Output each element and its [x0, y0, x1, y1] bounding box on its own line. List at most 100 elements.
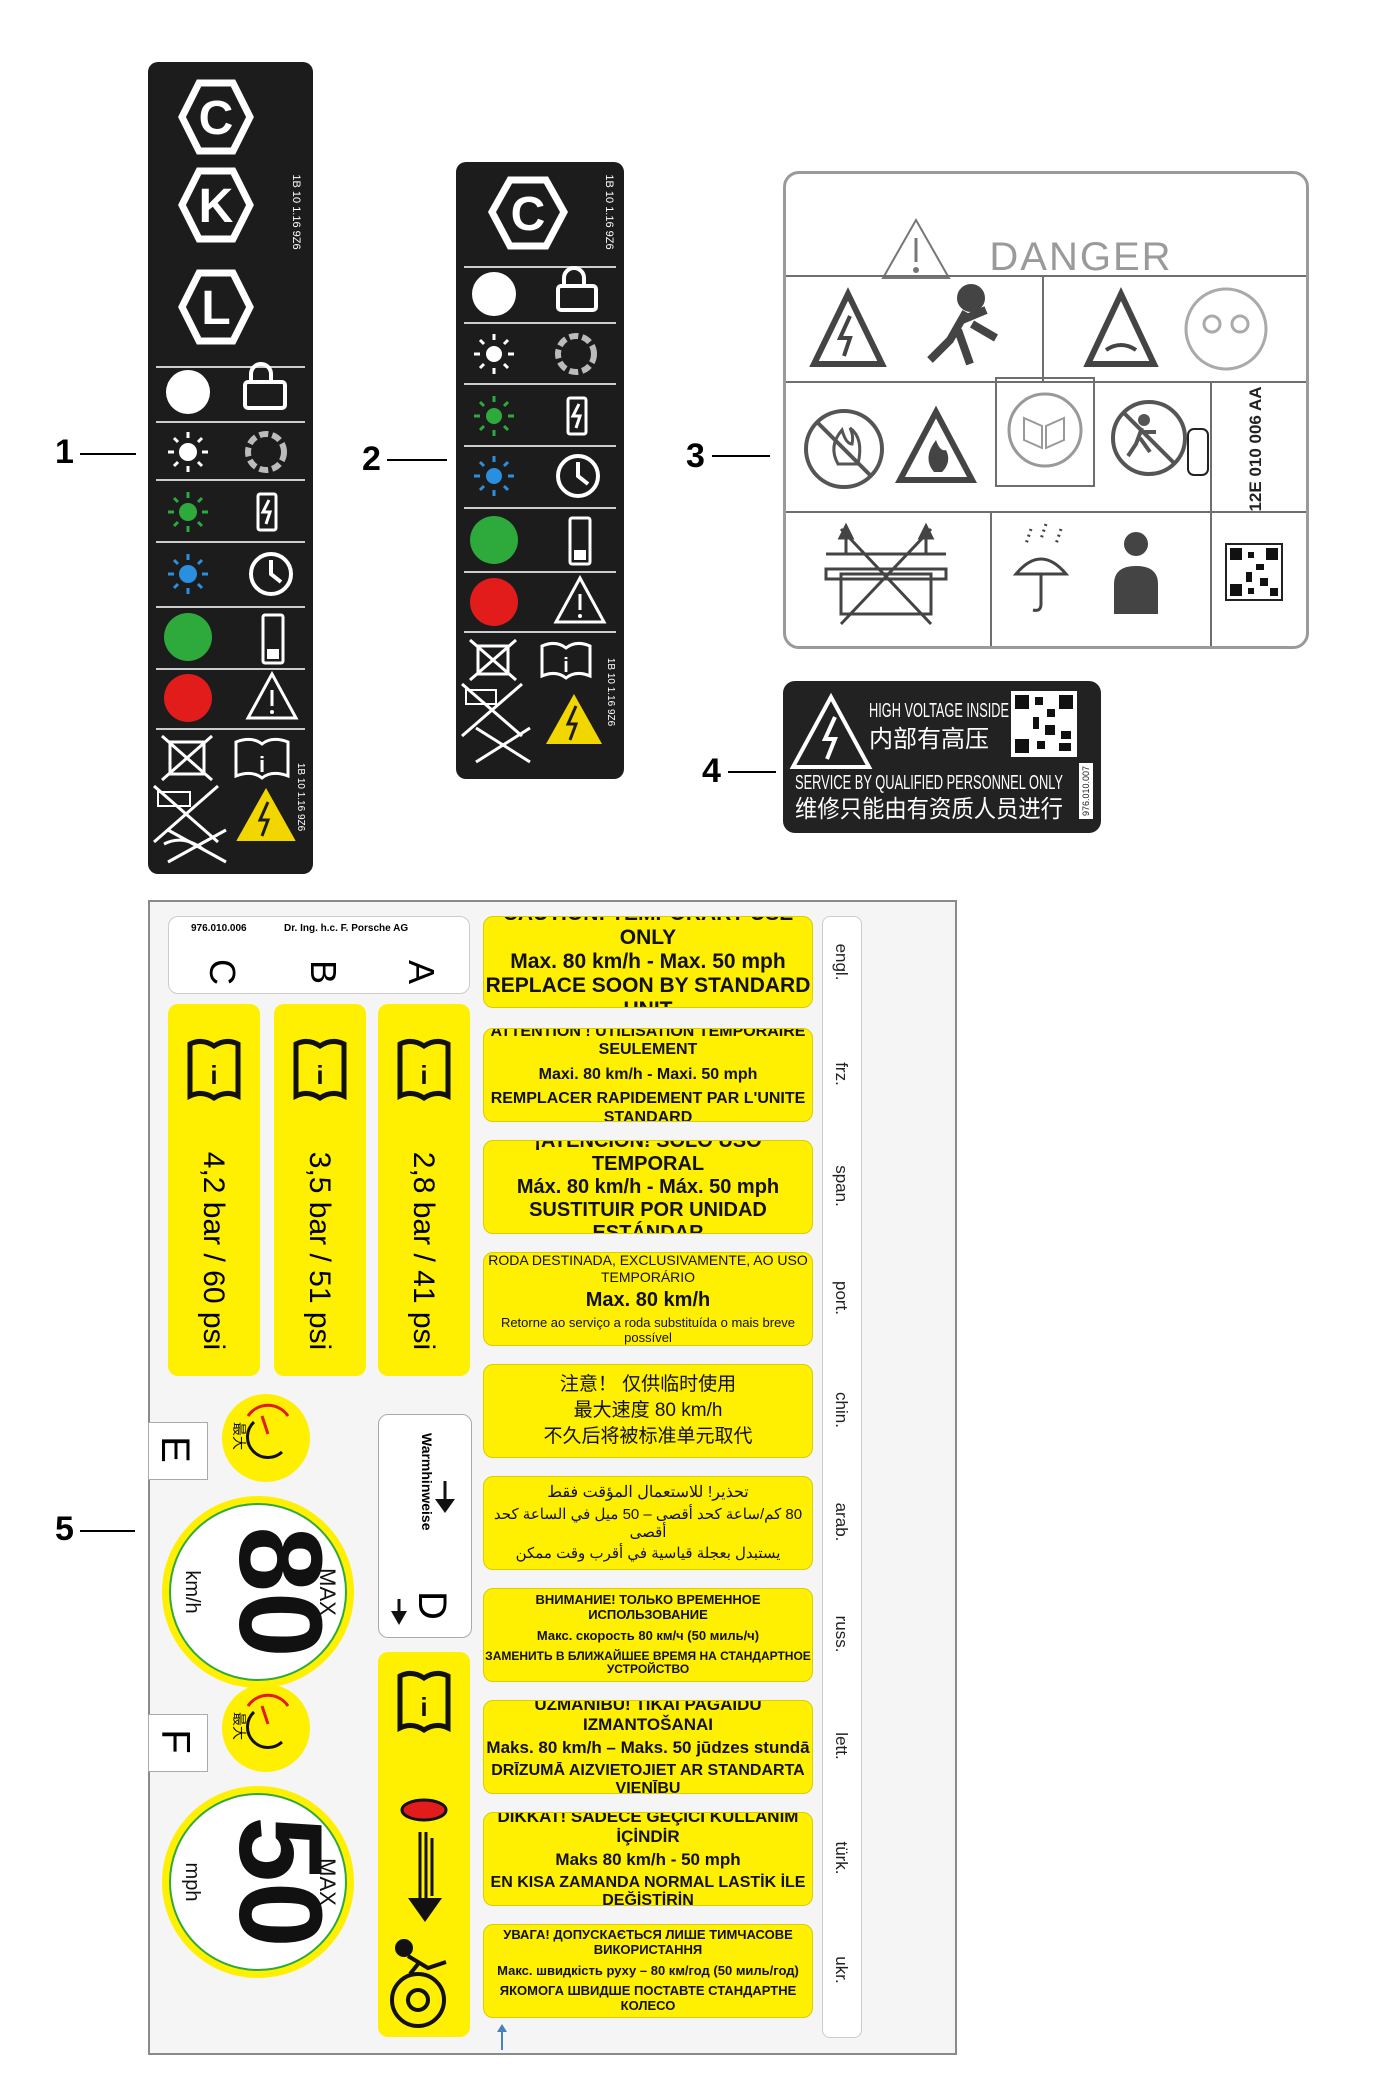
svg-text:i: i	[259, 752, 265, 777]
disc-80-unit: km/h	[181, 1570, 203, 1613]
manual-icon	[397, 1670, 451, 1734]
svg-text:i: i	[210, 1060, 217, 1090]
hexagon-icon	[488, 176, 568, 250]
battery-low-icon	[261, 613, 285, 665]
lang-arab: arab.	[832, 1502, 851, 1542]
eye-protection-icon	[1184, 287, 1268, 371]
disc-50-value: 50	[214, 1816, 346, 1947]
label-2-code-top: 1B 10 1.16 9Z6	[603, 174, 615, 249]
speed-disc-80: 最大 80 km/h MAX	[162, 1394, 354, 1688]
warning-triangle-icon	[553, 574, 607, 624]
label-2: C 1B 10 1.16 9Z6 i	[456, 162, 624, 779]
svg-text:i: i	[420, 1692, 427, 1722]
red-light-icon	[470, 578, 518, 626]
pressure-column-b: i 3,5 bar / 51 psi	[274, 1004, 366, 1376]
label-1-letter-c: C	[199, 92, 234, 145]
corrosive-hazard-icon	[1083, 286, 1159, 367]
message-lett-line2: Maks. 80 km/h – Maks. 50 jūdzes stundā	[486, 1738, 810, 1758]
message-turk-line1: DİKKAT! SADECE GEÇİCİ KULLANIM İÇİNDİR	[497, 1812, 799, 1846]
hexagon-icon	[178, 269, 254, 345]
message-engl-line3: REPLACE SOON BY STANDARD UNIT	[485, 974, 811, 1007]
message-frz-line2: Maxi. 80 km/h - Maxi. 50 mph	[538, 1065, 758, 1083]
disc-50-unit: mph	[181, 1863, 203, 1902]
lang-ukr: ukr.	[832, 1956, 851, 1984]
lang-frz: frz.	[832, 1062, 851, 1086]
part-number: 976.010.006	[191, 923, 247, 934]
tire-valve-icon	[400, 1798, 448, 1822]
message-ukr-line3: ЯКОМОГА ШВИДШЕ ПОСТАВТЕ СТАНДАРТНЕ КОЛЕС…	[499, 1983, 797, 2014]
battery-recycle-icon	[465, 689, 497, 705]
lang-engl: engl.	[832, 943, 851, 981]
manual-icon	[234, 737, 290, 780]
message-ukr-line1: УВАГА! ДОПУСКАЄТЬСЯ ЛИШЕ ТИМЧАСОВЕ ВИКОР…	[503, 1926, 793, 1957]
callout-3: 3	[686, 437, 705, 475]
keep-children-away-icon	[1111, 400, 1187, 476]
label-4: HIGH VOLTAGE INSIDE 内部有高压 SERVICE BY QUA…	[783, 681, 1101, 833]
label-1-letter-l: L	[201, 282, 230, 335]
label-4-line3: SERVICE BY QUALIFIED PERSONNEL ONLY	[795, 772, 1063, 794]
message-port-line3: Retorne ao serviço a roda substituída o …	[500, 1314, 796, 1345]
pressure-column-c: i 4,2 bar / 60 psi	[168, 1004, 260, 1376]
charging-lock-icon	[556, 284, 598, 312]
callout-5-leader	[80, 1530, 135, 1532]
battery-charging-icon	[256, 492, 278, 532]
arrow-down-icon	[391, 1481, 455, 1625]
label-4-line1: HIGH VOLTAGE INSIDE	[869, 700, 1009, 722]
message-chin-line2: 最大速度 80 km/h	[573, 1400, 723, 1422]
column-letter-a: A	[401, 959, 443, 985]
label-3-graphics: DANGER 12E 010 006 AA	[786, 217, 1306, 646]
no-disposal-icon	[168, 740, 206, 776]
lang-turk: türk.	[832, 1841, 851, 1875]
svg-text:i: i	[316, 1060, 323, 1090]
warning-triangle-icon	[881, 217, 951, 279]
speedometer-icon	[246, 1693, 290, 1707]
blinking-white-light-icon	[486, 346, 502, 362]
label-1: C K L 1B 10 1.16 9Z6 i	[148, 62, 313, 874]
label-3-title: DANGER	[989, 235, 1172, 279]
label-4-line2: 内部有高压	[869, 726, 989, 753]
warmhinweise-box: Warmhinweise D	[378, 1414, 472, 1638]
manual-icon: i	[293, 1038, 347, 1102]
message-arab-line1: تحذير! للاستعمال المؤقت فقط	[547, 1483, 749, 1501]
callout-4-leader	[728, 771, 776, 773]
lang-russ: russ.	[832, 1615, 851, 1653]
message-engl-line2: Max. 80 km/h - Max. 50 mph	[510, 949, 786, 973]
message-russ-line2: Макс. скорость 80 км/ч (50 миль/ч)	[536, 1627, 760, 1643]
arrow-down-icon	[418, 1832, 434, 1902]
label-4-line4: 维修只能由有资质人员进行	[795, 796, 1063, 823]
blinking-white-light-icon	[179, 443, 197, 461]
label-4-code: 976.010.007	[1081, 766, 1091, 816]
blinking-blue-light-icon	[179, 565, 197, 583]
high-voltage-icon	[236, 787, 296, 841]
speed-disc-50: 最大 50 mph MAX	[162, 1684, 354, 1978]
disc-80-value: 80	[214, 1526, 346, 1657]
high-voltage-icon	[546, 694, 602, 744]
message-span-line1: ¡ATENCIÓN! SÓLO USO TEMPORAL	[534, 1140, 762, 1175]
red-light-icon	[164, 674, 212, 722]
label-2-graphics: C 1B 10 1.16 9Z6 i	[461, 174, 616, 764]
message-turk-line3: EN KISA ZAMANDA NORMAL LASTİK İLE DEĞİŞT…	[490, 1873, 806, 1906]
label-3-code: 12E 010 006 AA	[1246, 386, 1265, 511]
no-open-flame-icon	[804, 409, 884, 489]
blinking-green-light-icon	[486, 408, 502, 424]
label-4-graphics: HIGH VOLTAGE INSIDE 内部有高压 SERVICE BY QUA…	[789, 691, 1093, 823]
language-strip	[822, 916, 862, 2038]
message-span-line2: Máx. 80 km/h - Máx. 50 mph	[516, 1175, 780, 1198]
letter-d: D	[409, 1591, 454, 1620]
message-arab-line2: 80 كم/ساعة كحد أقصى – 50 ميل في الساعة ك…	[493, 1506, 803, 1541]
white-light-icon	[166, 370, 210, 414]
label-2-code-bottom: 1B 10 1.16 9Z6	[605, 658, 616, 727]
lang-chin: chin.	[832, 1392, 851, 1428]
pressure-c: 4,2 bar / 60 psi	[197, 1151, 230, 1351]
label-1-graphics: C K L 1B 10 1.16 9Z6 i	[153, 79, 306, 864]
clock-icon	[249, 552, 293, 596]
battery-recycle-icon	[157, 791, 191, 807]
green-light-icon	[470, 516, 518, 564]
lang-span: span.	[832, 1165, 851, 1207]
electric-hazard-icon	[809, 287, 887, 367]
message-chin: 注意！ 仅供临时使用 最大速度 80 km/h 不久后将被标准单元取代	[483, 1364, 813, 1458]
no-disposal-icon	[476, 644, 510, 676]
qualified-mechanic-icon	[1114, 532, 1158, 614]
white-light-icon	[472, 272, 516, 316]
disc-80-zh: 最大	[231, 1422, 247, 1450]
